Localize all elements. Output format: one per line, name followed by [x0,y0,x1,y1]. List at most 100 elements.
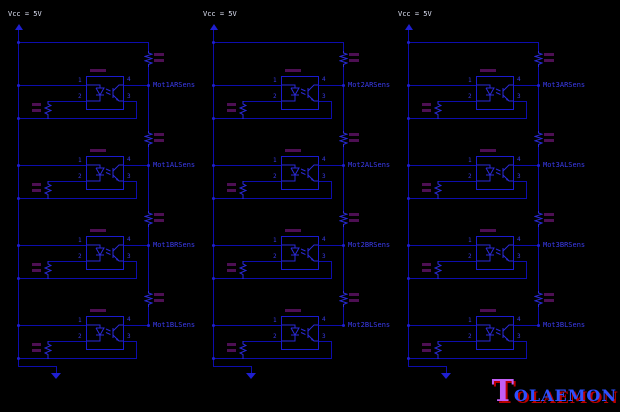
optocoupler-ic [86,76,124,110]
part-label-mark [32,349,41,352]
wire [318,245,343,246]
pin-number: 4 [127,156,131,163]
junction-dot [407,244,410,247]
part-label-mark [349,213,359,216]
wire [18,85,86,86]
schematic-column-3: Vcc = 5V 1 2 4 3 Mot3ARSens [398,0,598,412]
resistor-icon [534,131,543,147]
part-label-mark [90,149,106,152]
part-label-mark [544,219,554,222]
part-label-mark [154,133,164,136]
optocoupler-ic [476,236,514,270]
wire [343,42,344,326]
net-label: Mot3ALSens [543,161,586,169]
junction-dot [212,357,215,360]
opto-row: 1 2 4 3 Mot2ARSens [203,51,403,148]
pin-number: 2 [468,93,472,100]
part-label-mark [349,53,359,56]
wire [318,261,332,262]
optocoupler-ic [476,156,514,190]
wire [123,245,148,246]
wire [48,101,86,102]
resistor-icon [44,101,52,119]
wire [331,341,332,359]
junction-dot [407,277,410,280]
pin-number: 2 [273,173,277,180]
net-label: Mot2BLSens [348,321,391,329]
resistor-icon [144,51,153,67]
wire [408,278,527,279]
net-label: Mot1BRSens [153,241,196,249]
part-label-mark [227,269,236,272]
pin-number: 1 [78,317,82,324]
pin-number: 1 [468,157,472,164]
wire [331,101,332,119]
wire [331,261,332,279]
pin-number: 3 [322,333,326,340]
optocoupler-ic [476,316,514,350]
wire [251,366,252,374]
wire [213,198,332,199]
wire [408,358,527,359]
pin-number: 3 [322,93,326,100]
vcc-label: Vcc = 5V [203,10,237,18]
pin-number: 3 [127,253,131,260]
part-label-mark [32,183,41,186]
wire [243,101,281,102]
wire [408,366,447,367]
schematic-column-2: Vcc = 5V 1 2 4 3 Mot2ARSens [203,0,403,412]
wire [18,366,57,367]
part-label-mark [227,343,236,346]
part-label-mark [32,263,41,266]
part-label-mark [227,349,236,352]
junction-dot [147,84,150,87]
junction-dot [212,84,215,87]
vcc-label: Vcc = 5V [398,10,432,18]
junction-dot [537,244,540,247]
junction-dot [342,244,345,247]
junction-dot [537,84,540,87]
resistor-icon [434,181,442,199]
wire [408,325,476,326]
wire [18,245,86,246]
tolaemon-logo: Tolaemon [492,377,617,407]
resistor-icon [144,291,153,307]
wire [123,341,137,342]
pin-number: 4 [517,156,521,163]
part-label-mark [285,229,301,232]
part-label-mark [544,293,554,296]
net-label: Mot3BLSens [543,321,586,329]
part-label-mark [285,69,301,72]
part-label-mark [154,219,164,222]
junction-dot [17,244,20,247]
net-label: Mot1BLSens [153,321,196,329]
wire [18,358,137,359]
part-label-mark [544,59,554,62]
wire [318,85,343,86]
wire [408,42,539,43]
pin-number: 2 [273,253,277,260]
wire [408,198,527,199]
wire [318,341,332,342]
junction-dot [212,117,215,120]
pin-number: 4 [127,76,131,83]
part-label-mark [422,183,431,186]
pin-number: 3 [127,93,131,100]
junction-dot [17,164,20,167]
part-label-mark [32,103,41,106]
net-label: Mot1ARSens [153,81,196,89]
resistor-icon [239,261,247,279]
part-label-mark [32,343,41,346]
wire [513,261,527,262]
part-label-mark [422,349,431,352]
part-label-mark [90,229,106,232]
junction-dot [342,164,345,167]
pin-number: 2 [468,253,472,260]
resistor-icon [239,181,247,199]
net-label: Mot1ALSens [153,161,196,169]
wire [408,118,527,119]
junction-dot [147,244,150,247]
junction-dot [342,324,345,327]
part-label-mark [480,309,496,312]
part-label-mark [544,133,554,136]
